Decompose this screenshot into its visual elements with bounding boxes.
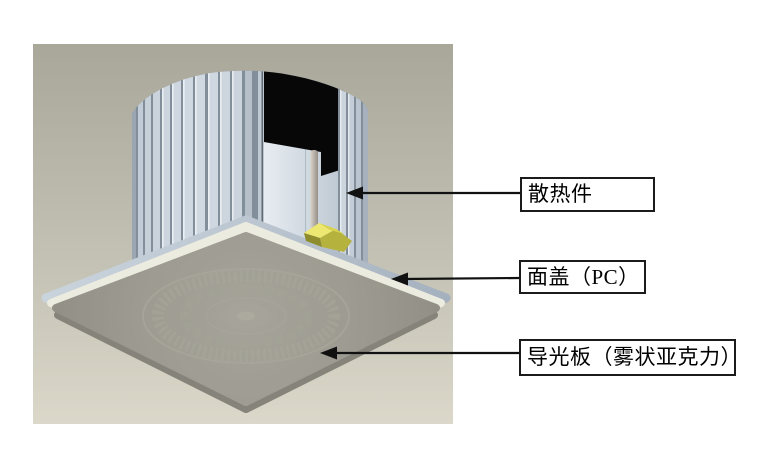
callout-label-face-cover: 面盖（PC）	[519, 260, 646, 294]
arrow-face-cover	[391, 272, 520, 286]
heatsink-fins-right	[338, 70, 368, 282]
arrow-light-guide-plate	[320, 346, 519, 360]
render-region	[33, 44, 453, 424]
plate-assembly	[41, 215, 451, 413]
heatsink-fins-left	[132, 70, 262, 282]
heatsink-cutaway-opening	[264, 70, 344, 176]
callout-label-light-guide-plate-text: 导光板（雾状亚克力）	[527, 345, 742, 369]
mounting-clip	[304, 223, 352, 252]
callout-label-light-guide-plate: 导光板（雾状亚克力）	[519, 339, 742, 376]
diffuser-pattern	[142, 268, 350, 364]
callout-label-heatsink-text: 散热件	[528, 182, 593, 206]
screw-rod	[310, 150, 318, 238]
arrow-heatsink	[346, 186, 520, 200]
callout-label-heatsink: 散热件	[520, 177, 655, 212]
callout-arrows	[320, 186, 520, 360]
callout-label-face-cover-text: 面盖（PC）	[527, 264, 640, 289]
